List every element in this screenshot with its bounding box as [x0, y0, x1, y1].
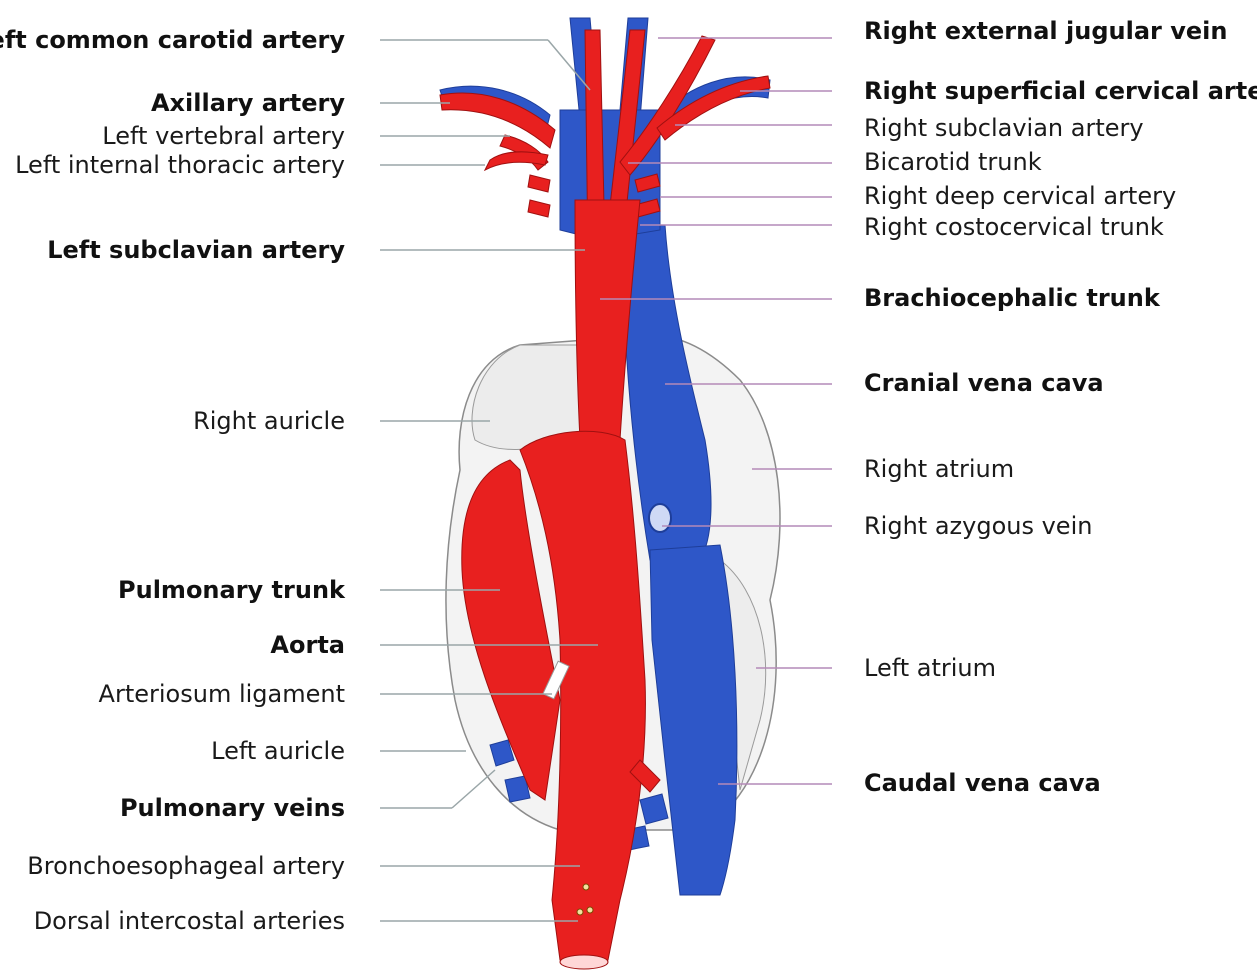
- label-left-atrium: Left atrium: [864, 654, 996, 682]
- azygous-vein-opening: [649, 504, 671, 532]
- caudal-vena-cava: [650, 545, 737, 895]
- label-right-costocervical-trunk: Right costocervical trunk: [864, 213, 1164, 241]
- intercostal-artery-origin-2: [587, 907, 593, 913]
- label-right-superficial-cervical-artery: Right superficial cervical artery: [864, 77, 1257, 105]
- label-right-external-jugular-vein: Right external jugular vein: [864, 17, 1227, 45]
- label-right-atrium: Right atrium: [864, 455, 1014, 483]
- label-aorta: Aorta: [270, 631, 345, 659]
- label-left-auricle: Left auricle: [211, 737, 345, 765]
- label-axillary-artery: Axillary artery: [151, 89, 345, 117]
- label-left-vertebral-artery: Left vertebral artery: [102, 122, 345, 150]
- label-pulmonary-trunk: Pulmonary trunk: [118, 576, 345, 604]
- label-bronchoesophageal-artery: Bronchoesophageal artery: [27, 852, 345, 880]
- aorta-cut-end: [560, 955, 608, 969]
- label-left-subclavian-artery: Left subclavian artery: [47, 236, 345, 264]
- bronchoesophageal-artery-origin: [583, 884, 589, 890]
- label-right-subclavian-artery: Right subclavian artery: [864, 114, 1144, 142]
- label-caudal-vena-cava: Caudal vena cava: [864, 769, 1101, 797]
- label-left-common-carotid-artery: Left common carotid artery: [0, 26, 345, 54]
- left-axillary: [440, 93, 555, 148]
- label-dorsal-intercostal-arteries: Dorsal intercostal arteries: [34, 907, 345, 935]
- label-bicarotid-trunk: Bicarotid trunk: [864, 148, 1042, 176]
- label-pulmonary-veins: Pulmonary veins: [120, 794, 345, 822]
- label-right-auricle: Right auricle: [193, 407, 345, 435]
- label-right-azygous-vein: Right azygous vein: [864, 512, 1092, 540]
- label-arteriosum-ligament: Arteriosum ligament: [99, 680, 345, 708]
- intercostal-artery-origin-1: [577, 909, 583, 915]
- label-cranial-vena-cava: Cranial vena cava: [864, 369, 1104, 397]
- label-right-deep-cervical-artery: Right deep cervical artery: [864, 182, 1176, 210]
- label-left-internal-thoracic-artery: Left internal thoracic artery: [15, 151, 345, 179]
- label-brachiocephalic-trunk: Brachiocephalic trunk: [864, 284, 1160, 312]
